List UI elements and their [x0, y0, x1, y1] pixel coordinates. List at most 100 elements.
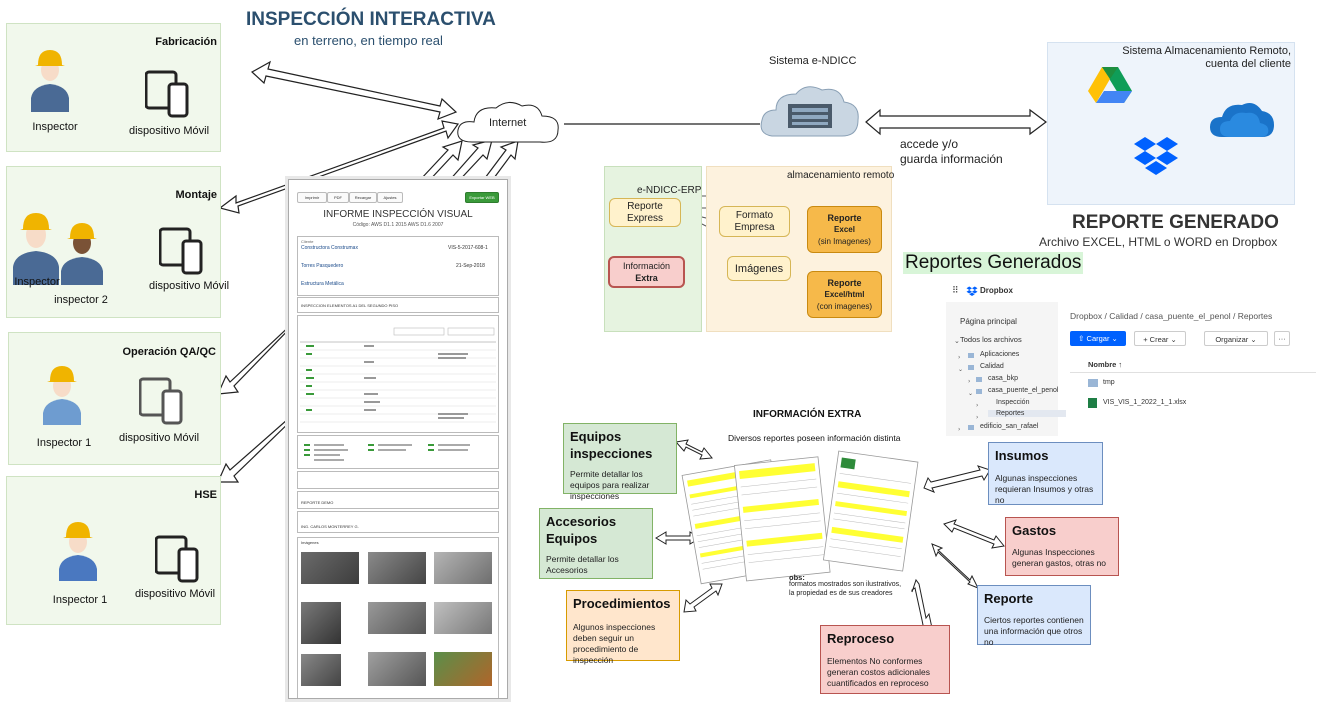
arrow-reproceso [911, 578, 933, 631]
upload-button[interactable]: ⇧ Cargar ⌄ [1070, 331, 1126, 346]
pdf-button[interactable]: PDF [327, 192, 349, 203]
folder-casa-puente[interactable]: casa_puente_el_penol [988, 387, 1059, 394]
gastos-title: Gastos [1012, 523, 1057, 538]
reporte-excel-line-2: Excel [834, 224, 855, 234]
google-drive-icon [1088, 67, 1132, 103]
settings-button[interactable]: Ajustes [377, 192, 403, 203]
table-lines [300, 327, 496, 423]
svg-text:⌄: ⌄ [968, 390, 973, 397]
folder-edificio[interactable]: edificio_san_rafael [980, 423, 1039, 430]
dropbox-logo-icon [966, 286, 978, 296]
dropbox-logo-text: Dropbox [980, 286, 1013, 295]
erp-label: e-NDICC-ERP [637, 185, 702, 196]
onedrive-icon [1210, 103, 1274, 137]
station-title: Operación QA/QC [122, 346, 216, 358]
access-label-2: guarda información [900, 152, 1003, 166]
grid-menu-icon[interactable]: ⠿ [952, 285, 959, 295]
export-web-button[interactable]: Exportar WEB [465, 192, 499, 203]
sidebar: Página principal Todos los archivos Apli… [946, 302, 1066, 436]
storage-title-2: cuenta del cliente [1205, 58, 1291, 70]
inspection-report-document: Imprimir PDF Recargar Ajustes Exportar W… [288, 179, 508, 699]
reporte-title: Reporte [984, 591, 1034, 606]
worker-label: Inspector [14, 276, 60, 288]
gastos-box: Gastos Algunas Inspecciones generan gast… [1005, 517, 1119, 576]
create-button[interactable]: + Crear ⌄ [1134, 331, 1186, 346]
arrow-gastos [943, 519, 1005, 549]
photo-thumbnail [434, 602, 492, 634]
sort-up-icon: ↑ [1116, 360, 1123, 369]
tree-icons: ⌄ › ⌄ › ⌄ › › › [954, 337, 982, 433]
equipos-text: Permite detallar los equipos para realiz… [570, 469, 650, 501]
arrow-fabricacion-internet [250, 60, 458, 120]
reporte-box: Reporte Ciertos reportes contienen una i… [977, 585, 1091, 647]
chevron-down-icon: ⌄ [1109, 334, 1118, 343]
sidebar-home[interactable]: Página principal [960, 317, 1017, 326]
arrow-insumos [923, 465, 991, 493]
more-options-button[interactable]: ··· [1274, 331, 1290, 346]
inspector-icon [31, 50, 69, 112]
reproceso-title: Reproceso [827, 631, 895, 646]
folder-inspeccion[interactable]: Inspección [996, 399, 1030, 406]
inspector-icon [13, 213, 59, 285]
inspector-2-icon [61, 223, 103, 285]
file-row-tmp[interactable]: tmp [1103, 379, 1115, 386]
folio-value: VIS-5-2017-608-1 [448, 245, 488, 251]
divider [1070, 372, 1316, 373]
insumos-text: Algunas inspecciones requieran Insumos y… [995, 473, 1094, 505]
photo-thumbnail [434, 552, 492, 584]
station-title: Montaje [175, 189, 217, 201]
file-row-xlsx[interactable]: VIS_VIS_1_2022_1_1.xlsx [1103, 399, 1187, 406]
report-formats-collage [681, 450, 919, 585]
client-label: Cliente [301, 239, 314, 244]
erp-area [604, 166, 702, 332]
arrow-reporte [931, 543, 980, 589]
procedimientos-box: Procedimientos Algunos inspecciones debe… [566, 590, 680, 665]
print-button[interactable]: Imprimir [297, 192, 327, 203]
worker-label: Inspector [32, 121, 78, 133]
folder-casa-bkp[interactable]: casa_bkp [988, 375, 1018, 382]
main-title: INSPECCIÓN INTERACTIVA [246, 9, 496, 30]
report-generated-title: REPORTE GENERADO [1072, 212, 1279, 233]
reload-button[interactable]: Recargar [349, 192, 377, 203]
remote-label: almacenamiento remoto [787, 170, 895, 181]
inspector-1-icon [43, 366, 81, 425]
insumos-box: Insumos Algunas inspecciones requieran I… [988, 442, 1103, 505]
folder-calidad[interactable]: Calidad [980, 363, 1004, 370]
sidebar-all-files[interactable]: Todos los archivos [960, 335, 1022, 344]
photo-thumbnail [368, 652, 426, 686]
svg-text:⌄: ⌄ [958, 366, 963, 373]
reproceso-text: Elementos No conformes generan costos ad… [827, 656, 931, 688]
equipos-box: Equipos inspecciones Permite detallar lo… [563, 423, 677, 501]
obs-line-1: formatos mostrados son ilustrativos, [789, 581, 902, 588]
images-section: Imágenes [297, 537, 499, 698]
obs-line-2: la propiedad es de sus creadores [789, 590, 893, 597]
device-label: dispositivo Móvil [148, 280, 230, 292]
client-section: Cliente Constructora Construmax VIS-5-20… [297, 236, 499, 296]
reporte-excel-box: Reporte Excel (sin Imagenes) [807, 206, 882, 253]
folder-reportes[interactable]: Reportes [988, 410, 1066, 417]
reporte-express-box: Reporte Express [609, 198, 681, 227]
info-extra-line-2: Extra [635, 273, 658, 283]
mobile-device-icon [139, 377, 183, 425]
excel-file-icon [1088, 398, 1097, 408]
breadcrumb: Dropbox / Calidad / casa_puente_el_penol… [1070, 311, 1273, 321]
reporte-html-line-2: Excel/html [824, 289, 865, 299]
station-fabricacion: Fabricación Inspector dispositivo Móvil [6, 23, 221, 152]
signer-value: ING. CARLOS MONTERREY G. [301, 524, 359, 529]
internet-cloud-icon [457, 102, 559, 143]
column-name-header[interactable]: Nombre ↑ [1088, 360, 1122, 369]
mobile-device-icon [145, 70, 189, 118]
folder-aplicaciones[interactable]: Aplicaciones [980, 351, 1020, 358]
main-subtitle: en terreno, en tiempo real [294, 33, 443, 48]
scope-section: INSPECCION ELEMENTOS A1 DEL SEGUNDO PISO [297, 297, 499, 313]
reporte-html-box: Reporte Excel/html (con imagenes) [807, 271, 882, 318]
organize-button[interactable]: Organizar ⌄ [1204, 331, 1268, 346]
photo-thumbnail [301, 602, 341, 644]
svg-text:›: › [968, 378, 970, 385]
procedimientos-text: Algunos inspecciones deben seguir un pro… [573, 622, 656, 665]
scope-value: INSPECCION ELEMENTOS A1 DEL SEGUNDO PISO [301, 303, 399, 308]
project-value: Estructura Metálica [301, 281, 344, 287]
extra-info-title: INFORMACIÓN EXTRA [753, 409, 862, 420]
worker-label: inspector 2 [54, 294, 108, 306]
mobile-device-icon [159, 227, 203, 275]
